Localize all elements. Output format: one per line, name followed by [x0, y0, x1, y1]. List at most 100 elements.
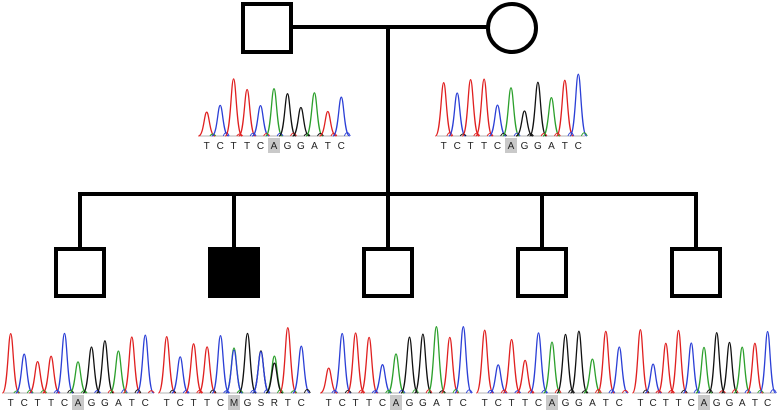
- sequence-letter: T: [129, 398, 135, 409]
- trace-noise: [223, 390, 230, 394]
- trace-noise: [169, 389, 177, 394]
- trace-peak-c: [292, 345, 311, 394]
- sequence-letter: G: [244, 398, 252, 409]
- sequence-letter: A: [311, 141, 318, 152]
- trace-noise: [540, 133, 548, 137]
- trace-noise: [487, 389, 495, 394]
- trace-noise: [263, 133, 270, 137]
- trace-peak-c: [171, 356, 190, 394]
- sequence-letter: T: [675, 398, 681, 409]
- trace-peak-g: [400, 336, 419, 394]
- trace-peak-c: [251, 351, 270, 394]
- trace-peak-c: [211, 335, 230, 394]
- trace-noise: [26, 389, 34, 394]
- father-symbol: [241, 2, 293, 54]
- trace-noise: [13, 390, 21, 394]
- trace-noise: [120, 389, 128, 394]
- sequence-letter: C: [379, 398, 386, 409]
- trace-noise: [303, 133, 311, 137]
- trace-peak-a: [695, 346, 713, 394]
- trace-peak-c: [373, 364, 392, 394]
- trace-noise: [554, 389, 562, 394]
- trace-noise: [513, 132, 521, 137]
- trace-peak-a: [305, 92, 324, 137]
- sequence-letter: C: [217, 398, 224, 409]
- trace-peak-c: [448, 92, 467, 137]
- sequence-letter: T: [366, 398, 372, 409]
- trace-noise: [94, 390, 101, 394]
- trace-peak-c: [136, 334, 155, 394]
- trace-peak-c: [15, 353, 34, 394]
- trace-peak-t: [596, 330, 615, 394]
- trace-noise: [568, 389, 575, 394]
- trace-noise: [567, 132, 575, 137]
- trace-noise: [371, 390, 379, 394]
- trace-noise: [527, 133, 534, 137]
- trace-peak-t: [1, 332, 20, 394]
- sequence-letter: G: [726, 398, 734, 409]
- trace-noise: [40, 390, 48, 394]
- trace-peak-a: [502, 87, 520, 137]
- trace-noise: [680, 389, 688, 394]
- trace-peak-t: [198, 111, 216, 137]
- trace-noise: [439, 390, 446, 394]
- trace-peak-a: [69, 361, 87, 394]
- sequence-letter: T: [752, 398, 758, 409]
- trace-noise: [621, 389, 629, 394]
- sequence-letter: T: [441, 141, 447, 152]
- trace-peak-t: [746, 342, 764, 394]
- trace-noise: [500, 132, 507, 137]
- trace-peak-c: [569, 73, 588, 137]
- sequence-letter: C: [454, 141, 461, 152]
- trace-peak-t: [224, 78, 243, 137]
- sequence-letter: C: [495, 398, 502, 409]
- trace-peak-g: [515, 110, 534, 137]
- pedigree-lines: [78, 25, 698, 251]
- variant-highlight: [505, 138, 517, 153]
- trace-noise: [196, 389, 204, 394]
- trace-noise: [249, 132, 257, 137]
- trace-peak-t: [278, 327, 297, 394]
- trace-peak-a: [109, 350, 128, 394]
- sequence-letter: C: [616, 398, 623, 409]
- trace-peak-t: [657, 342, 675, 394]
- sequence-letter: T: [191, 398, 197, 409]
- sequence-letter: T: [509, 398, 515, 409]
- sequence-letter: C: [460, 398, 467, 409]
- child-2-symbol: [208, 247, 260, 298]
- trace-peak-g: [569, 330, 588, 394]
- trace-peak-g: [708, 331, 726, 394]
- trace-peak-t: [157, 336, 176, 394]
- trace-peak-c: [529, 332, 548, 394]
- trace-peak-g: [720, 341, 738, 394]
- trace-peak-g: [413, 333, 432, 394]
- sequence-letter: T: [468, 141, 474, 152]
- trace-peak-a: [265, 355, 284, 394]
- sequence-letter: A: [548, 141, 555, 152]
- sequence-letter: G: [534, 141, 542, 152]
- sequence-letter: M: [230, 398, 238, 409]
- trace-noise: [465, 389, 473, 394]
- trace-noise: [608, 389, 616, 394]
- trace-peak-g: [528, 81, 547, 137]
- trace-peak-c: [644, 363, 662, 394]
- sequence-letter: T: [8, 398, 14, 409]
- sequence-letter: A: [508, 141, 515, 152]
- trace-peak-g: [265, 362, 284, 394]
- sequence-letter: A: [75, 398, 82, 409]
- trace-peak-t: [555, 79, 574, 137]
- trace-noise: [757, 389, 764, 394]
- sequence-letter: C: [649, 398, 656, 409]
- sequence-letter: G: [562, 398, 570, 409]
- sequence-letter: C: [339, 398, 346, 409]
- trace-noise: [107, 389, 115, 394]
- trace-noise: [276, 132, 284, 137]
- sequence-letter: C: [21, 398, 28, 409]
- trace-peak-a: [733, 346, 751, 394]
- sequence-letter: T: [663, 398, 669, 409]
- sequence-letter: G: [713, 398, 721, 409]
